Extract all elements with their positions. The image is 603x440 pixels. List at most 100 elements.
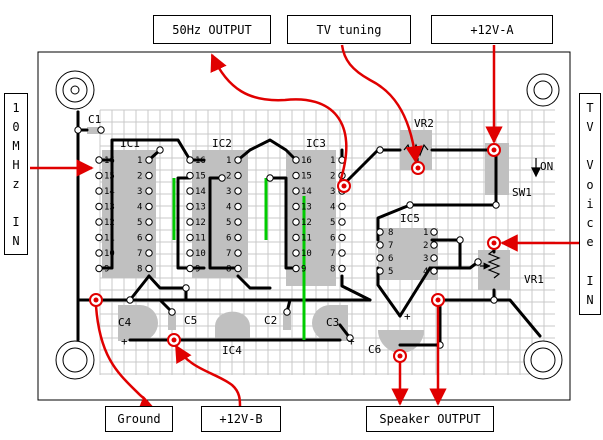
pin-number: 9 [104,265,109,275]
label-10mhz-in-char: z [12,176,20,191]
pin-number: 2 [330,172,335,182]
label-tv-voice-in-char: i [586,196,594,211]
pin-number: 12 [301,218,312,228]
label-10mhz-in-char: M [12,138,20,153]
pin-hole [234,218,242,226]
pin-number: 8 [330,265,335,275]
pin-hole [283,308,291,316]
pin-hole [145,233,153,242]
component-labels: C1 IC1 IC2 IC3 VR2 ON SW1 IC5 VR1 C4 C5 … [88,113,553,357]
label-tv-voice-in-char: e [586,235,594,250]
label-ic1: IC1 [120,137,140,150]
pin-hole [95,187,103,195]
label-tv-voice-in-char: V [586,119,594,134]
c6-body [378,330,424,353]
pin-number: 13 [195,203,206,213]
pin-hole [234,156,242,164]
label-vr1: VR1 [524,273,544,286]
pin-number: 6 [137,234,142,244]
pin-hole [430,254,438,262]
pin-hole [338,264,346,273]
pin-hole [156,146,164,154]
pin-number: 10 [195,249,206,259]
pin-holes [74,126,500,349]
label-c3: C3 [326,316,339,329]
green-jumpers [172,178,306,340]
pin-hole [266,174,274,182]
pin-hole [234,171,242,180]
pin-number: 12 [195,218,206,228]
pin-number: 10 [104,249,115,259]
label-ic4: IC4 [222,344,242,357]
pin-hole [97,126,105,134]
pin-number: 16 [195,156,206,166]
pin-hole [74,126,82,134]
label-tv-voice-in-char [586,256,593,268]
pin-hole [126,296,134,304]
label-tv-voice-in-char: c [586,216,594,231]
pin-number: 9 [195,265,200,275]
pin-number: 11 [104,234,115,244]
pin-hole [292,156,300,164]
pin-hole [145,218,153,226]
pin-hole [168,308,176,316]
pin-hole [376,241,384,249]
pin-number: 3 [137,187,142,197]
label-tv-voice-in-char: V [586,158,594,173]
pin-hole [145,249,153,257]
label-ic2: IC2 [212,137,232,150]
label-10mhz-in-char: 0 [12,119,20,134]
label-10mhz-in-char: N [12,233,20,248]
pin-number: 7 [137,249,142,259]
label-tv-tuning: TV tuning [287,15,411,44]
pin-hole [292,202,300,211]
vr1-symbol [480,249,501,279]
pin-number: 6 [330,234,335,244]
pin-hole [292,218,300,226]
label-tv-voice-in-char [586,140,593,152]
pin-hole [95,218,103,226]
pin-hole [376,228,384,236]
pin-hole [490,296,498,304]
pin-number: 8 [388,228,393,238]
pin-hole [338,249,346,257]
label-c2: C2 [264,314,277,327]
label-10mhz-in-char: 1 [12,100,20,115]
pin-hole [338,202,346,211]
pin-number: 14 [104,187,115,197]
pin-hole [186,187,194,195]
pin-hole [406,201,414,209]
pin-number: 13 [104,203,115,213]
pin-number: 14 [301,187,312,197]
pin-hole [234,233,242,242]
pin-hole [474,258,482,266]
c1-body [87,127,101,134]
pin-number: 6 [388,254,393,264]
pin-number: 5 [330,218,335,228]
pin-number: 2 [423,241,428,251]
label-ic3: IC3 [306,137,326,150]
pin-hole [292,249,300,257]
pin-hole [95,171,103,180]
pin-hole [346,334,354,342]
pin-number: 4 [423,267,428,277]
pin-hole [234,264,242,273]
label-ic5: IC5 [400,212,420,225]
pin-number: 7 [330,249,335,259]
pin-number: 15 [104,172,115,182]
pin-number: 1 [423,228,428,238]
pin-hole [186,171,194,180]
pin-number: 1 [137,156,142,166]
label-plus-c3: + [348,335,355,348]
label-ground: Ground [105,406,173,432]
pin-hole [492,201,500,209]
pin-number: 11 [195,234,206,244]
pin-number: 8 [137,265,142,275]
pin-hole [95,249,103,257]
pin-hole [186,249,194,257]
pin-number: 11 [301,234,312,244]
